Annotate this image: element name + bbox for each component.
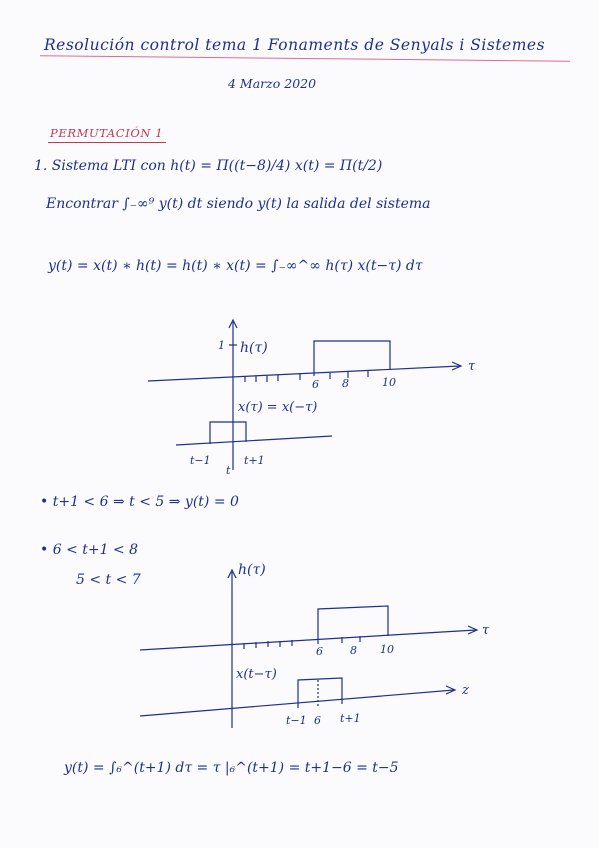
fig2-tick-8: 8 <box>350 644 357 657</box>
fig2-x-rect <box>297 677 343 708</box>
task-statement: Encontrar ∫₋∞⁹ y(t) dt siendo y(t) la sa… <box>46 196 431 212</box>
fig2-x-axis-arrow <box>445 685 457 695</box>
section-heading: PERMUTACIÓN 1 <box>50 126 164 140</box>
fig1-h-rect <box>313 340 391 376</box>
case-1-text: • t+1 < 6 ⇒ t < 5 ⇒ y(t) = 0 <box>40 494 239 510</box>
fig2-x-axis <box>139 689 455 717</box>
page-title: Resolución control tema 1 Fonaments de S… <box>44 36 546 54</box>
fig2-x-label: x(t−τ) <box>236 667 277 682</box>
fig2-h-axis-arrow <box>467 625 479 635</box>
fig1-h-axis-arrow <box>451 361 463 371</box>
fig2-axis-var: τ <box>482 623 490 638</box>
case-2-condition: • 6 < t+1 < 8 <box>40 542 139 558</box>
fig2-h-axis <box>139 629 477 651</box>
fig1-tick-8: 8 <box>342 377 349 390</box>
case-2-range: 5 < t < 7 <box>76 572 141 588</box>
fig2-x-tick-left: t−1 <box>286 714 307 727</box>
fig1-amp-label: 1 <box>218 339 225 352</box>
fig1-axis-var: τ <box>468 359 476 374</box>
fig1-x-label: x(τ) = x(−τ) <box>238 400 317 415</box>
fig2-tick-6: 6 <box>316 645 323 658</box>
final-result: y(t) = ∫₆^(t+1) dτ = τ |₆^(t+1) = t+1−6 … <box>64 760 399 776</box>
problem-statement: 1. Sistema LTI con h(t) = Π((t−8)/4) x(t… <box>34 158 383 174</box>
fig1-tick-6: 6 <box>312 378 319 391</box>
fig2-vertical-arrow <box>227 568 237 579</box>
fig1-vertical-arrow <box>228 318 238 329</box>
fig2-axis-var2: z <box>461 683 469 698</box>
fig2-x-tick-mid: 6 <box>314 714 321 727</box>
fig1-x-rect <box>209 421 247 444</box>
fig1-h-axis <box>147 365 461 382</box>
fig2-h-label: h(τ) <box>238 562 266 578</box>
fig2-h-rect <box>317 605 389 644</box>
section-underline <box>48 142 166 143</box>
fig1-x-tick-left: t−1 <box>190 454 211 467</box>
convolution-equation: y(t) = x(t) ∗ h(t) = h(t) ∗ x(t) = ∫₋∞^∞… <box>48 258 423 274</box>
fig1-x-tick-right: t+1 <box>244 454 265 467</box>
fig1-x-tick-mid: t <box>226 464 231 477</box>
fig1-tick-10: 10 <box>382 376 396 389</box>
fig2-x-tick-right: t+1 <box>340 712 361 725</box>
date-text: 4 Marzo 2020 <box>228 76 317 91</box>
fig1-h-label: h(τ) <box>240 340 268 356</box>
fig2-tick-10: 10 <box>380 643 394 656</box>
fig1-x-axis <box>175 435 333 446</box>
